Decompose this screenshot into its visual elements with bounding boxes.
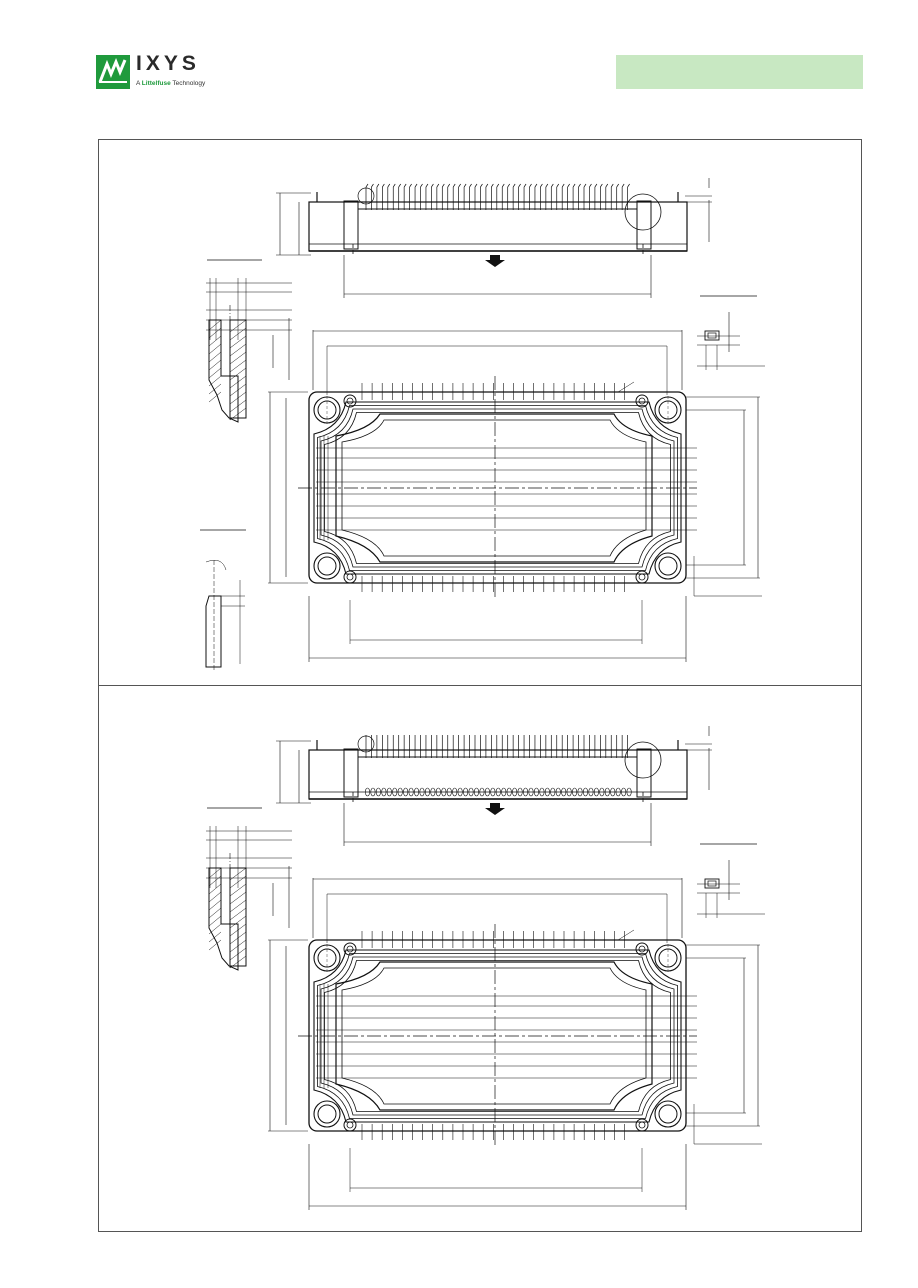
logo-tagline: A Littelfuse Technology [136, 80, 206, 87]
header-band [616, 55, 863, 89]
ixys-logo-icon [96, 55, 130, 89]
bottom-side-view [276, 726, 712, 846]
bottom-section-detail [206, 807, 292, 971]
logo-wordmark: IXYS [136, 52, 200, 75]
top-pin-tip-detail [200, 529, 246, 672]
bottom-drawing-set [206, 726, 765, 1210]
top-drawing-set [200, 178, 765, 672]
bottom-top-view [268, 878, 762, 1210]
top-section-detail [206, 259, 292, 423]
bottom-pin-detail [697, 843, 765, 918]
top-side-view [276, 178, 712, 298]
drawing-frame-top [98, 139, 862, 686]
top-top-view [268, 330, 762, 662]
top-pin-detail [697, 295, 765, 370]
ixys-logo: IXYS A Littelfuse Technology [96, 52, 216, 91]
drawing-frame-bottom [98, 686, 862, 1232]
